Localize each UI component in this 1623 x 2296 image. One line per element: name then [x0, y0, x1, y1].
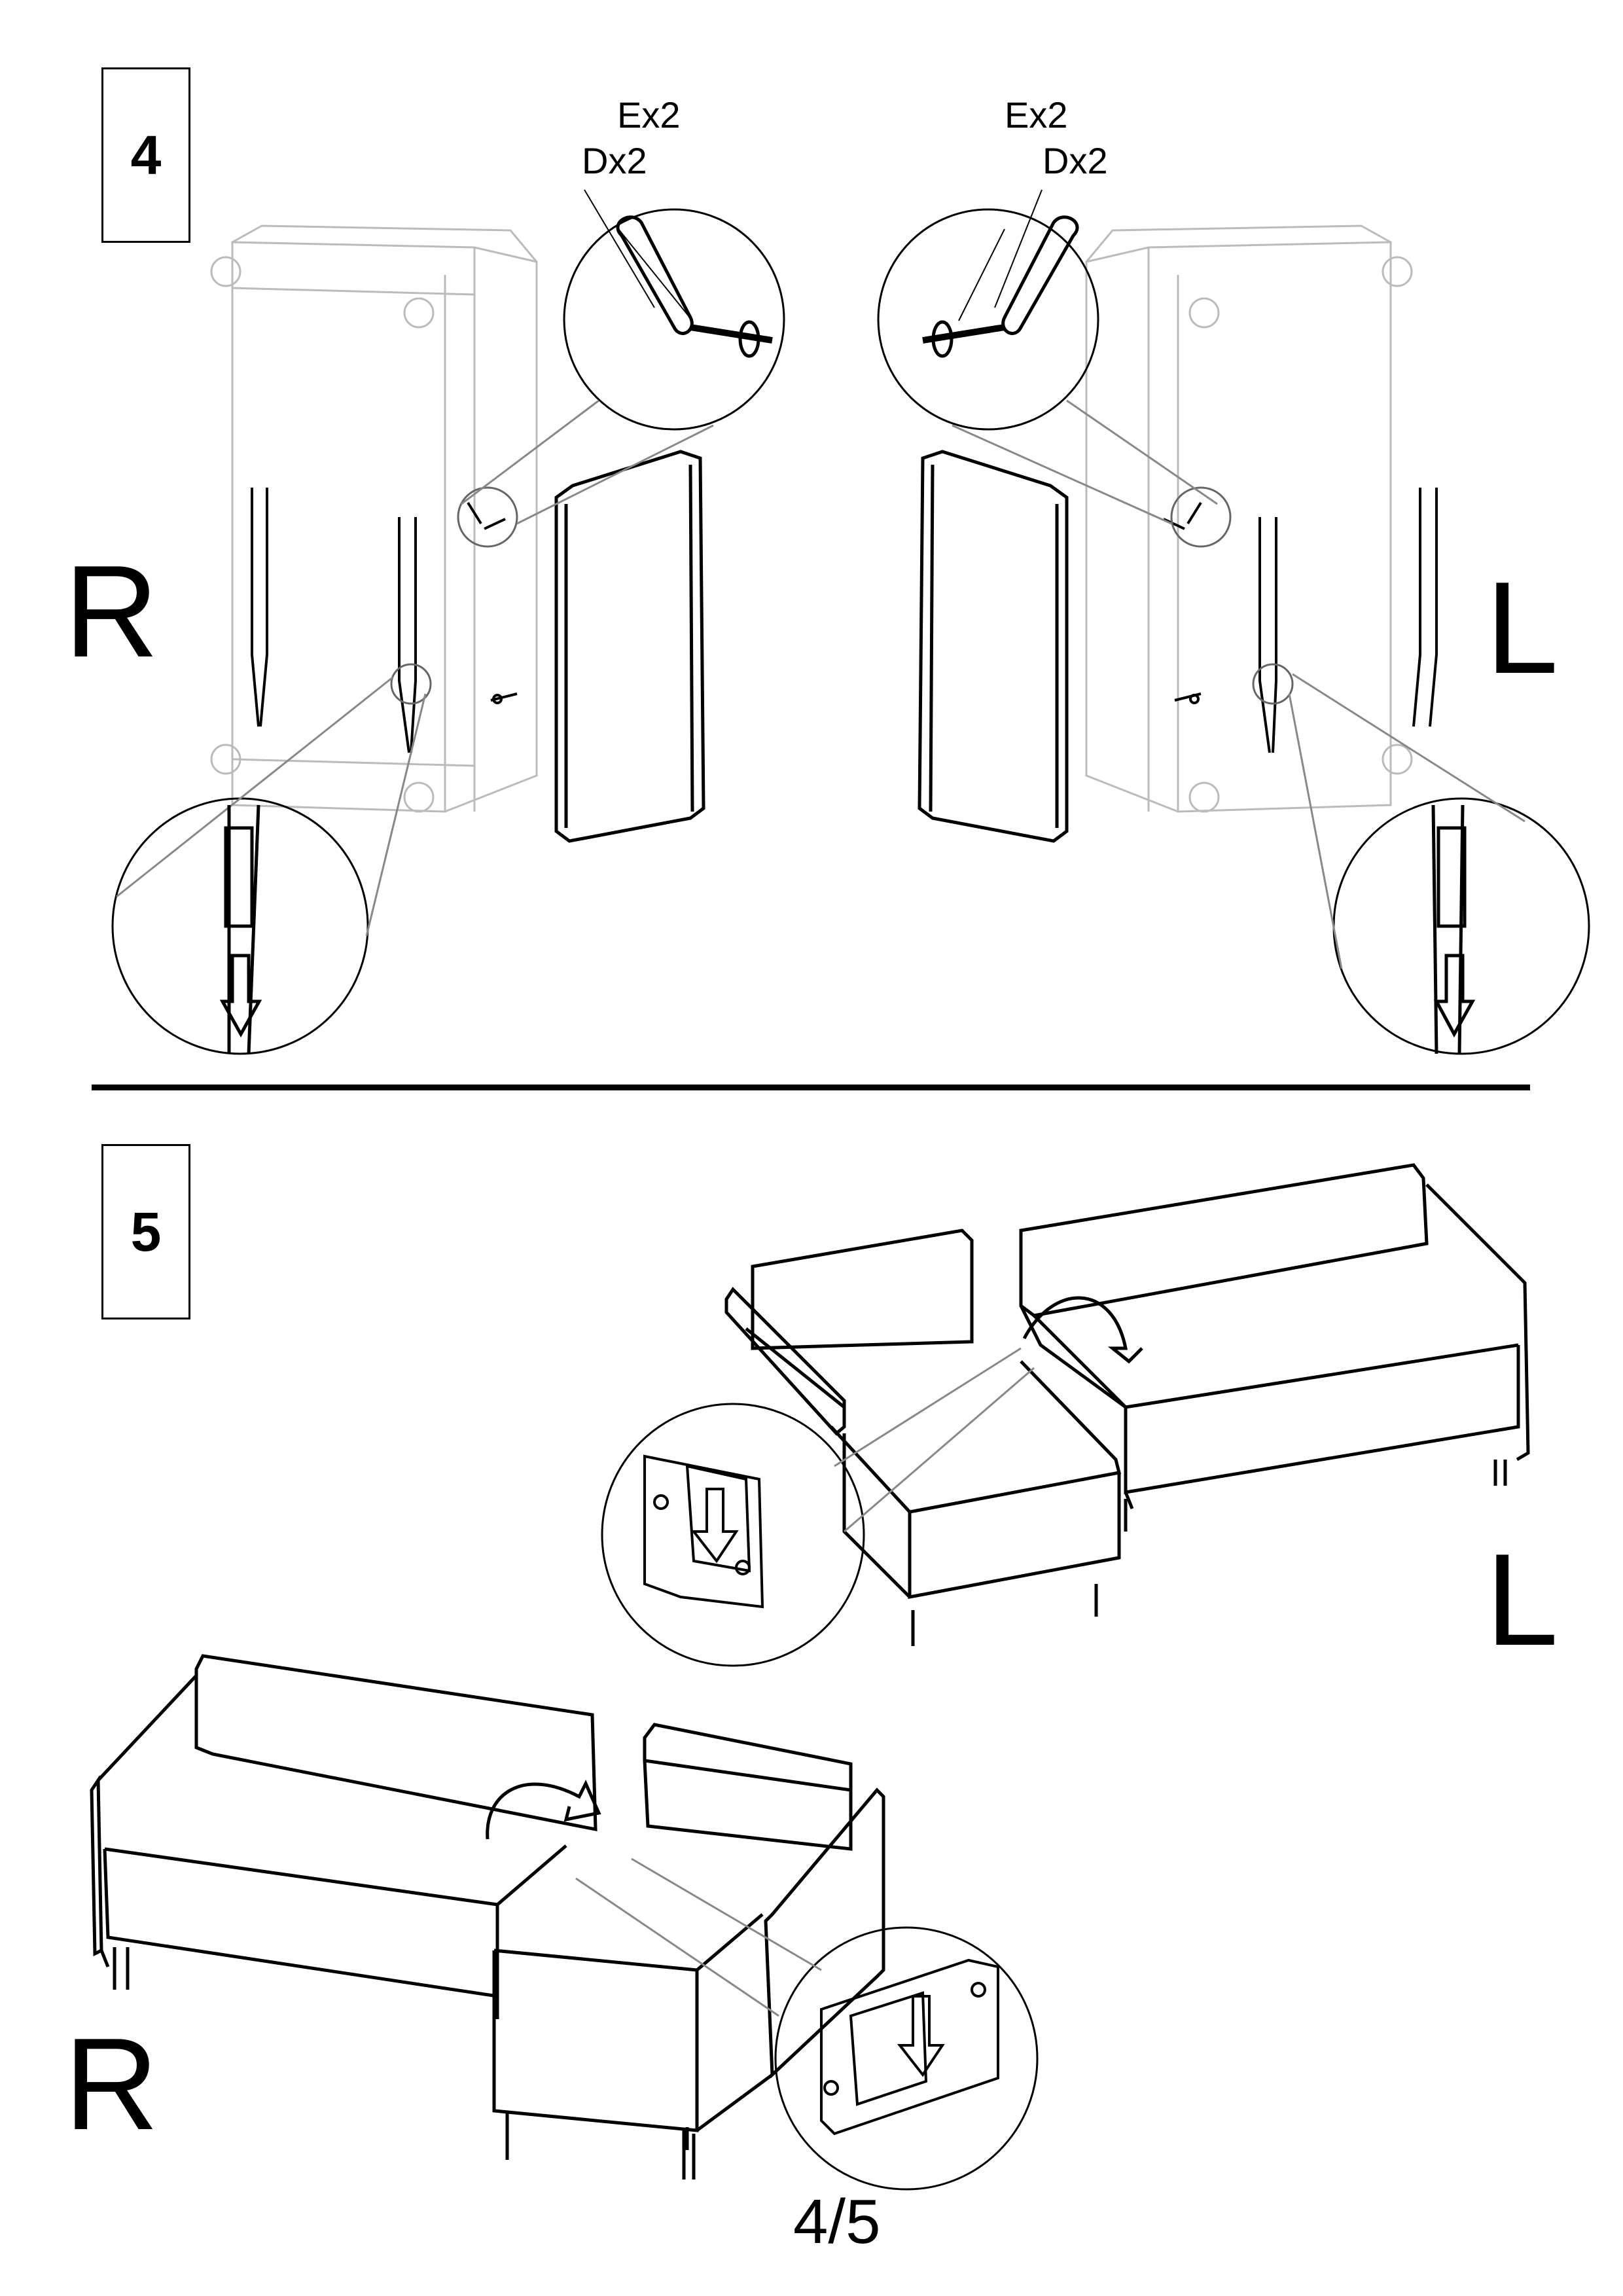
- side-letter-l: L: [1486, 555, 1559, 701]
- callout-label-dx2: Dx2: [1043, 140, 1108, 181]
- sofa-frame-right: [1085, 224, 1413, 813]
- sofa-3seat-bottom: [90, 1654, 597, 2022]
- magnifier-zipper-right: [1252, 663, 1590, 1055]
- zipper-lines-right: [1258, 488, 1438, 753]
- bolt-small-left: [467, 501, 518, 704]
- magnifier-connector-top: [601, 1347, 1035, 1667]
- wrench-icon: [922, 215, 1079, 358]
- magnifier-bolt-left: [457, 189, 785, 548]
- magnifier-connector-bottom: [575, 1857, 1039, 2191]
- zipper-lines-left: [251, 488, 417, 753]
- chair-bottom: [492, 1723, 885, 2179]
- section-divider: [92, 1085, 1530, 1090]
- connector-plate-icon: [820, 1958, 999, 2136]
- callout-label-dx2: Dx2: [582, 140, 647, 181]
- callout-label-ex2: Ex2: [1005, 94, 1068, 135]
- zipper-pull-icon: [1431, 804, 1476, 1054]
- connector-plate-icon: [643, 1454, 764, 1609]
- wrench-icon: [616, 215, 773, 358]
- callout-label-ex2: Ex2: [617, 94, 681, 135]
- sofa-3seat-top: [1019, 1163, 1530, 1532]
- armrest-panel-right: [918, 450, 1069, 843]
- magnifier-zipper-left: [111, 663, 432, 1055]
- step-number: 5: [130, 1200, 162, 1263]
- chair-top: [724, 1229, 1122, 1646]
- side-letter-l: L: [1486, 1527, 1559, 1673]
- side-letter-r: R: [64, 2011, 159, 2157]
- zipper-pull-icon: [219, 804, 262, 1054]
- connection-arrow-bottom: [486, 1780, 601, 1840]
- step-number: 4: [130, 124, 162, 186]
- step-number-box: 4: [101, 67, 190, 243]
- step-number-box: 5: [101, 1144, 190, 1319]
- connection-arrow-top: [1022, 1296, 1143, 1364]
- magnifier-bolt-right: [877, 189, 1232, 548]
- side-letter-r: R: [64, 539, 159, 685]
- armrest-panel-left: [554, 450, 705, 843]
- bolt-small-right: [1163, 501, 1202, 704]
- page-number: 4/5: [793, 2187, 881, 2257]
